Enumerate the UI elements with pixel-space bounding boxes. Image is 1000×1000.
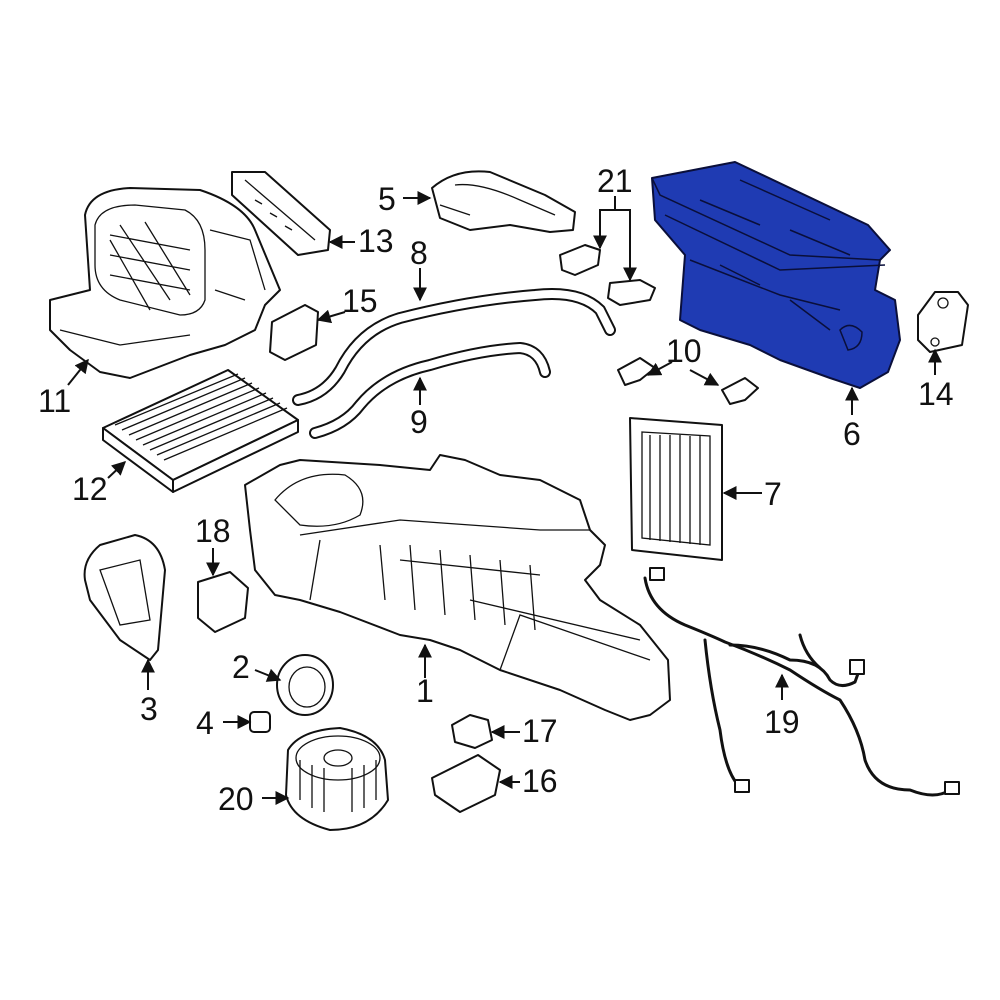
callout-5: 5 [378,181,396,217]
callout-9: 9 [410,404,428,440]
callout-11: 11 [38,383,71,419]
callout-21: 21 [597,163,633,199]
part-1-hvac-housing[interactable] [244,454,671,721]
leader-lines [67,191,942,805]
callout-4: 4 [196,705,214,741]
part-2-blower-cover[interactable] [276,654,334,716]
callout-7: 7 [764,476,782,512]
part-18-resistor[interactable] [197,571,249,633]
part-13-bracket[interactable] [231,171,331,256]
part-20-blower-motor[interactable] [285,727,389,831]
part-17-mount[interactable] [451,714,493,749]
callout-6: 6 [843,416,861,452]
callout-10: 10 [666,333,702,369]
callout-1: 1 [416,673,434,709]
part-8-heater-hose[interactable] [292,288,616,406]
part-19-wiring-harness[interactable] [643,567,960,797]
part-3-door[interactable] [83,534,166,661]
part-14-actuator[interactable] [917,291,969,353]
callout-labels: 1 2 3 4 5 6 7 8 9 10 11 12 13 14 15 16 1… [38,163,954,817]
callout-18: 18 [195,513,231,549]
part-15-actuator[interactable] [269,304,319,361]
callout-20: 20 [218,781,254,817]
part-6-hvac-case-highlighted[interactable] [651,161,901,389]
part-12-cabin-air-filter[interactable] [102,369,299,493]
callout-16: 16 [522,763,558,799]
part-9-heater-hose[interactable] [309,341,551,439]
part-5-duct[interactable] [431,170,576,233]
part-4-grommet[interactable] [249,711,271,733]
part-16-control-module[interactable] [431,754,501,813]
callout-2: 2 [232,649,250,685]
callout-17: 17 [522,713,558,749]
callout-19: 19 [764,704,800,740]
callout-13: 13 [358,223,394,259]
part-7-heater-core[interactable] [629,417,723,561]
callout-15: 15 [342,283,378,319]
part-21-temperature-sensors[interactable] [559,244,656,306]
callout-3: 3 [140,691,158,727]
callout-12: 12 [72,471,108,507]
callout-14: 14 [918,376,954,412]
part-11-air-inlet-housing[interactable] [49,187,281,379]
callout-8: 8 [410,235,428,271]
